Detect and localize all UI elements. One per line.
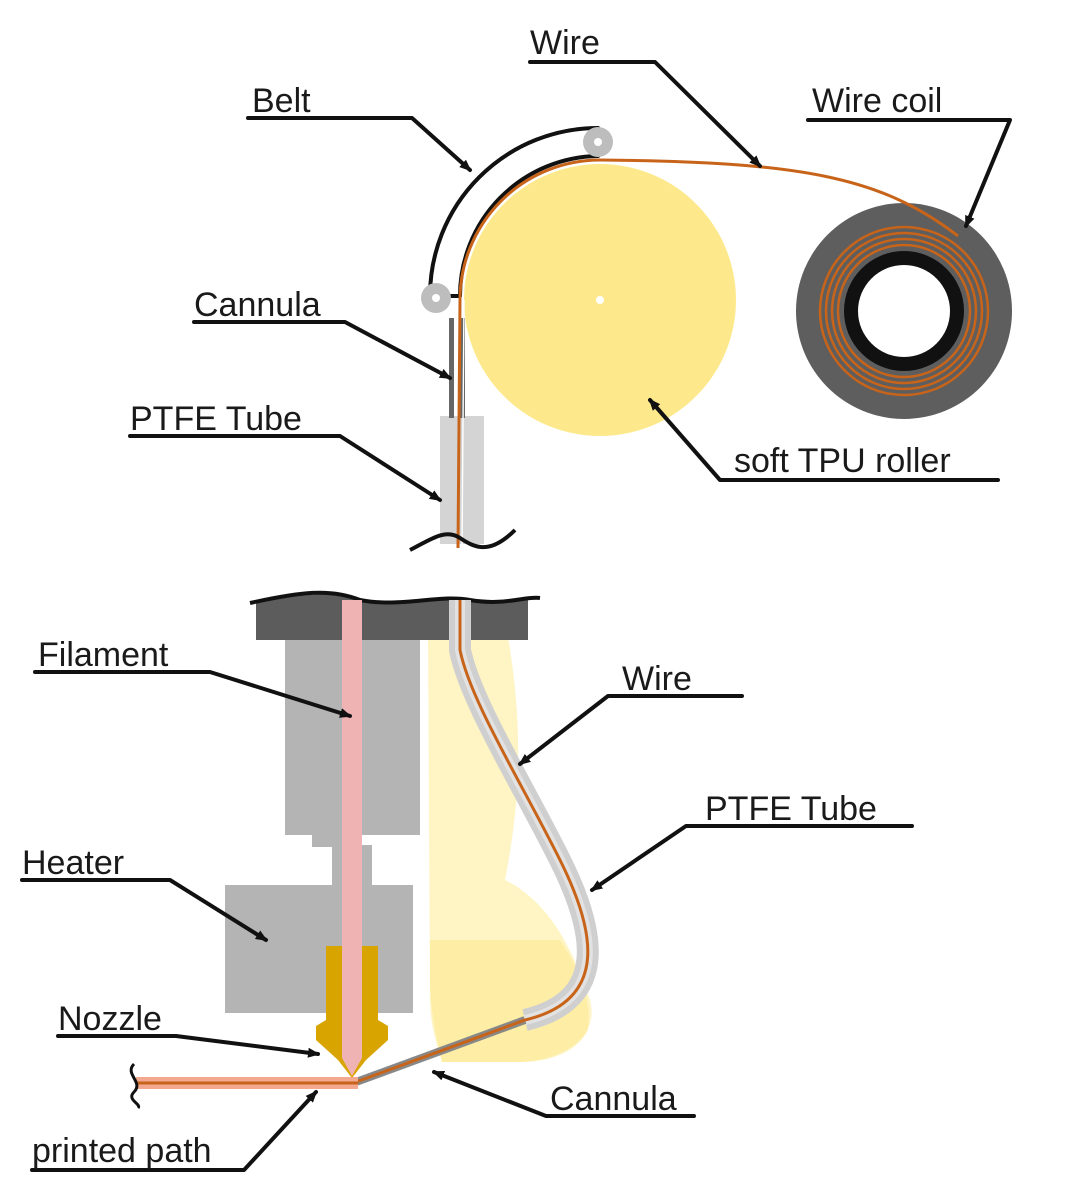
leader-wire-top: [528, 60, 762, 168]
break-line-upper: [409, 528, 517, 552]
label-wire-coil: Wire coil: [812, 82, 942, 120]
label-belt: Belt: [252, 82, 311, 120]
label-nozzle: Nozzle: [58, 1000, 162, 1038]
label-cannula-bottom: Cannula: [550, 1080, 677, 1118]
leader-nozzle: [56, 1034, 320, 1058]
label-ptfe-tube-bottom: PTFE Tube: [705, 790, 877, 828]
leader-wire-bottom: [518, 694, 744, 766]
leader-cannula-bottom: [432, 1070, 696, 1118]
leader-tpu-roller: [648, 398, 1000, 482]
leader-ptfe-top: [128, 434, 442, 502]
leader-filament: [33, 670, 352, 718]
label-printed-path: printed path: [32, 1132, 212, 1170]
label-cannula-top: Cannula: [194, 286, 321, 324]
label-ptfe-tube-top: PTFE Tube: [130, 400, 302, 438]
filament: [342, 600, 362, 1058]
leader-printed-path: [30, 1090, 318, 1172]
leader-cannula-top: [192, 320, 452, 380]
label-wire-top: Wire: [530, 24, 600, 62]
belt: [421, 126, 613, 313]
leader-ptfe-bottom: [590, 824, 914, 892]
soft-tpu-roller: [464, 164, 736, 436]
wire-coil: [796, 203, 1012, 419]
label-wire-bottom: Wire: [622, 660, 692, 698]
break-line-lower: [249, 590, 541, 605]
wire-lower: [355, 600, 590, 1084]
label-filament: Filament: [38, 636, 169, 674]
leader-heater: [20, 878, 268, 942]
leader-belt: [246, 116, 472, 172]
printed-path: [129, 1062, 358, 1110]
label-heater: Heater: [22, 844, 124, 882]
cannula-upper: [449, 318, 465, 418]
leader-wire-coil: [806, 118, 1012, 228]
label-soft-tpu-roller: soft TPU roller: [734, 442, 951, 480]
heater: [225, 885, 413, 1013]
wire-upper: [456, 158, 959, 549]
